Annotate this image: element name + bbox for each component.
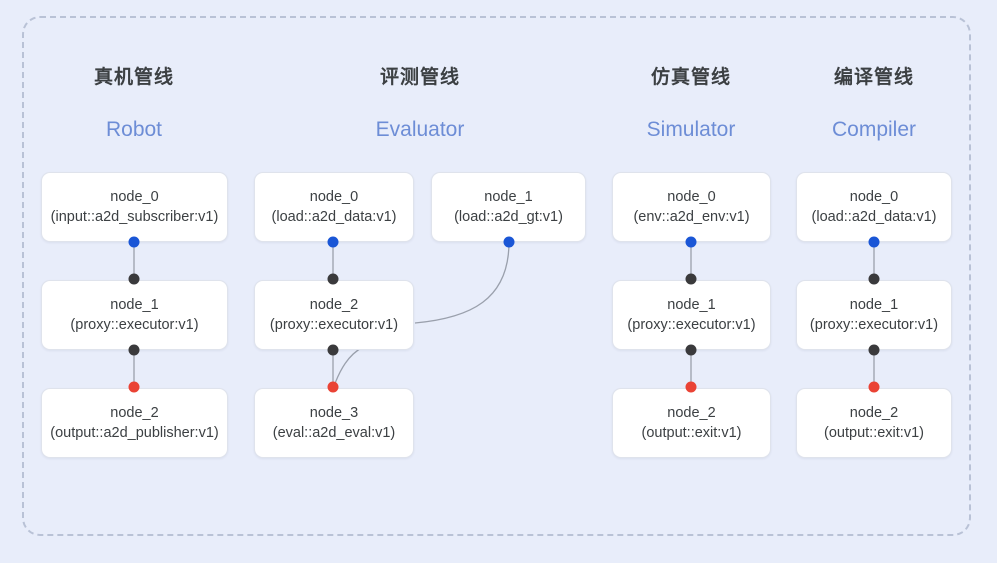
- node-name: node_0: [667, 189, 716, 205]
- node-evaluator-1[interactable]: node_1 (load::a2d_gt:v1): [431, 172, 586, 242]
- node-simulator-0[interactable]: node_0 (env::a2d_env:v1): [612, 172, 771, 242]
- node-type: (input::a2d_subscriber:v1): [50, 208, 219, 225]
- port-input-robot-2[interactable]: [128, 381, 140, 393]
- node-type: (proxy::executor:v1): [269, 316, 399, 333]
- port-input-compiler-1[interactable]: [868, 273, 880, 285]
- port-input-evaluator-3[interactable]: [327, 381, 339, 393]
- node-type: (proxy::executor:v1): [809, 316, 939, 333]
- node-name: node_1: [110, 297, 159, 313]
- node-name: node_2: [309, 297, 359, 313]
- node-type: (env::a2d_env:v1): [633, 208, 750, 225]
- node-robot-1[interactable]: node_1 (proxy::executor:v1): [41, 280, 228, 350]
- node-robot-2[interactable]: node_2 (output::a2d_publisher:v1): [41, 388, 228, 458]
- node-type: (proxy::executor:v1): [627, 316, 756, 333]
- node-name: node_1: [849, 297, 899, 313]
- port-input-evaluator-2[interactable]: [327, 273, 339, 285]
- port-output-evaluator-2[interactable]: [327, 344, 339, 356]
- port-output-evaluator-0[interactable]: [327, 236, 339, 248]
- node-name: node_1: [667, 297, 716, 313]
- node-simulator-2[interactable]: node_2 (output::exit:v1): [612, 388, 771, 458]
- port-output-robot-1[interactable]: [128, 344, 140, 356]
- node-compiler-1[interactable]: node_1 (proxy::executor:v1): [796, 280, 952, 350]
- node-name: node_1: [484, 189, 533, 205]
- port-output-simulator-1[interactable]: [685, 344, 697, 356]
- node-type: (output::exit:v1): [824, 424, 924, 441]
- diagram-dashed-panel: [22, 16, 971, 536]
- port-output-simulator-0[interactable]: [685, 236, 697, 248]
- node-type: (load::a2d_data:v1): [271, 208, 397, 225]
- port-output-compiler-1[interactable]: [868, 344, 880, 356]
- node-name: node_0: [309, 189, 359, 205]
- node-type: (output::exit:v1): [641, 424, 742, 441]
- node-name: node_3: [309, 405, 359, 421]
- node-type: (output::a2d_publisher:v1): [50, 424, 219, 441]
- node-evaluator-3[interactable]: node_3 (eval::a2d_eval:v1): [254, 388, 414, 458]
- node-name: node_0: [849, 189, 899, 205]
- node-evaluator-2[interactable]: node_2 (proxy::executor:v1): [254, 280, 414, 350]
- node-compiler-2[interactable]: node_2 (output::exit:v1): [796, 388, 952, 458]
- port-output-robot-0[interactable]: [128, 236, 140, 248]
- node-simulator-1[interactable]: node_1 (proxy::executor:v1): [612, 280, 771, 350]
- node-type: (load::a2d_data:v1): [811, 208, 937, 225]
- node-robot-0[interactable]: node_0 (input::a2d_subscriber:v1): [41, 172, 228, 242]
- port-output-compiler-0[interactable]: [868, 236, 880, 248]
- node-name: node_2: [110, 405, 159, 421]
- port-output-evaluator-1[interactable]: [503, 236, 515, 248]
- port-input-simulator-2[interactable]: [685, 381, 697, 393]
- port-input-simulator-1[interactable]: [685, 273, 697, 285]
- node-compiler-0[interactable]: node_0 (load::a2d_data:v1): [796, 172, 952, 242]
- node-evaluator-0[interactable]: node_0 (load::a2d_data:v1): [254, 172, 414, 242]
- port-input-compiler-2[interactable]: [868, 381, 880, 393]
- node-type: (eval::a2d_eval:v1): [272, 424, 396, 441]
- node-name: node_0: [110, 189, 159, 205]
- node-name: node_2: [667, 405, 716, 421]
- node-type: (proxy::executor:v1): [70, 316, 199, 333]
- node-type: (load::a2d_gt:v1): [454, 208, 563, 225]
- port-input-robot-1[interactable]: [128, 273, 140, 285]
- node-name: node_2: [849, 405, 899, 421]
